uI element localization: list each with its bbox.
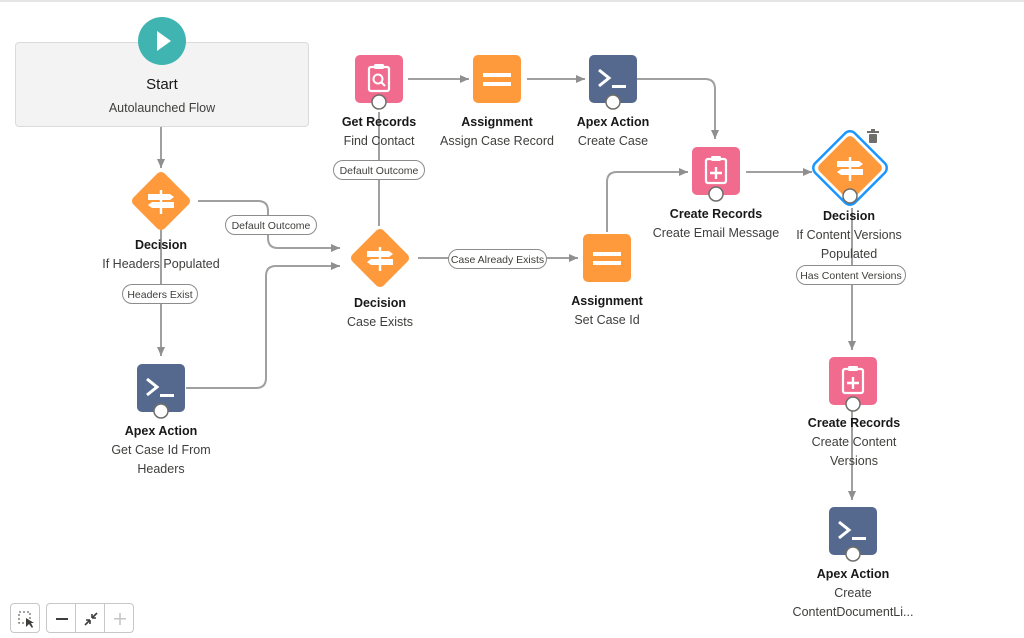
decision-case-type: Decision bbox=[353, 296, 407, 310]
decision-content-type: Decision bbox=[822, 209, 876, 223]
apex-1-type: Apex Action bbox=[576, 115, 650, 129]
select-elements-button[interactable] bbox=[10, 603, 40, 633]
zoom-in-button[interactable] bbox=[104, 603, 134, 633]
connector-label-has-content-versions[interactable]: Has Content Versions bbox=[796, 265, 906, 285]
connector-label-headers-exist[interactable]: Headers Exist bbox=[122, 284, 198, 304]
zoom-out-icon bbox=[56, 618, 68, 620]
decision-headers-icon[interactable] bbox=[130, 170, 192, 232]
apex-create-case-icon[interactable] bbox=[589, 55, 637, 110]
decision-content-label-2: Populated bbox=[820, 247, 878, 261]
fit-view-button[interactable] bbox=[75, 603, 105, 633]
connector-label-default-outcome[interactable]: Default Outcome bbox=[225, 215, 317, 235]
get-records-type: Get Records bbox=[341, 115, 417, 129]
decision-headers-type: Decision bbox=[134, 238, 188, 252]
connector-label-default-outcome[interactable]: Default Outcome bbox=[333, 160, 425, 180]
create-records-1-label: Create Email Message bbox=[652, 226, 780, 240]
create-records-2-label-2: Versions bbox=[830, 454, 878, 468]
apex-3-type: Apex Action bbox=[816, 567, 890, 581]
apex-1-label: Create Case bbox=[577, 134, 649, 148]
create-content-versions-icon[interactable] bbox=[829, 357, 877, 412]
apex-get-case-icon[interactable] bbox=[137, 364, 185, 419]
assignment-set-case-icon[interactable] bbox=[583, 234, 631, 282]
fit-view-icon bbox=[84, 612, 98, 626]
play-icon[interactable] bbox=[138, 17, 186, 65]
start-title: Start bbox=[146, 76, 178, 93]
zoom-out-button[interactable] bbox=[46, 603, 76, 633]
apex-2-type: Apex Action bbox=[124, 424, 198, 438]
decision-content-label-1: If Content Versions bbox=[796, 228, 902, 242]
assignment-1-type: Assignment bbox=[461, 115, 533, 129]
decision-case-label: Case Exists bbox=[347, 315, 413, 329]
decision-headers-label: If Headers Populated bbox=[102, 257, 220, 271]
get-records-label: Find Contact bbox=[343, 134, 415, 148]
decision-case-icon[interactable] bbox=[349, 227, 411, 289]
create-records-1-type: Create Records bbox=[669, 207, 763, 221]
create-records-2-type: Create Records bbox=[807, 416, 901, 430]
apex-content-document-icon[interactable] bbox=[829, 507, 877, 562]
assignment-record-icon[interactable] bbox=[473, 55, 521, 103]
create-email-icon[interactable] bbox=[692, 147, 740, 202]
start-subtitle: Autolaunched Flow bbox=[108, 101, 216, 115]
assignment-2-label: Set Case Id bbox=[574, 313, 640, 327]
assignment-2-type: Assignment bbox=[571, 294, 643, 308]
trash-icon[interactable] bbox=[867, 129, 879, 143]
connector-label-case-already-exists[interactable]: Case Already Exists bbox=[448, 249, 547, 269]
apex-3-label-1: Create bbox=[834, 586, 872, 600]
decision-content-icon[interactable] bbox=[810, 128, 889, 207]
apex-2-label-2: Headers bbox=[137, 462, 185, 476]
apex-3-label-2: ContentDocumentLi... bbox=[792, 605, 914, 619]
zoom-in-icon bbox=[114, 613, 126, 625]
assignment-1-label: Assign Case Record bbox=[440, 134, 554, 148]
get-records-icon[interactable] bbox=[355, 55, 403, 110]
create-records-2-label-1: Create Content bbox=[811, 435, 897, 449]
top-border bbox=[0, 0, 1024, 2]
select-elements-icon bbox=[18, 611, 34, 628]
apex-2-label-1: Get Case Id From bbox=[111, 443, 211, 457]
connectors bbox=[157, 75, 856, 500]
